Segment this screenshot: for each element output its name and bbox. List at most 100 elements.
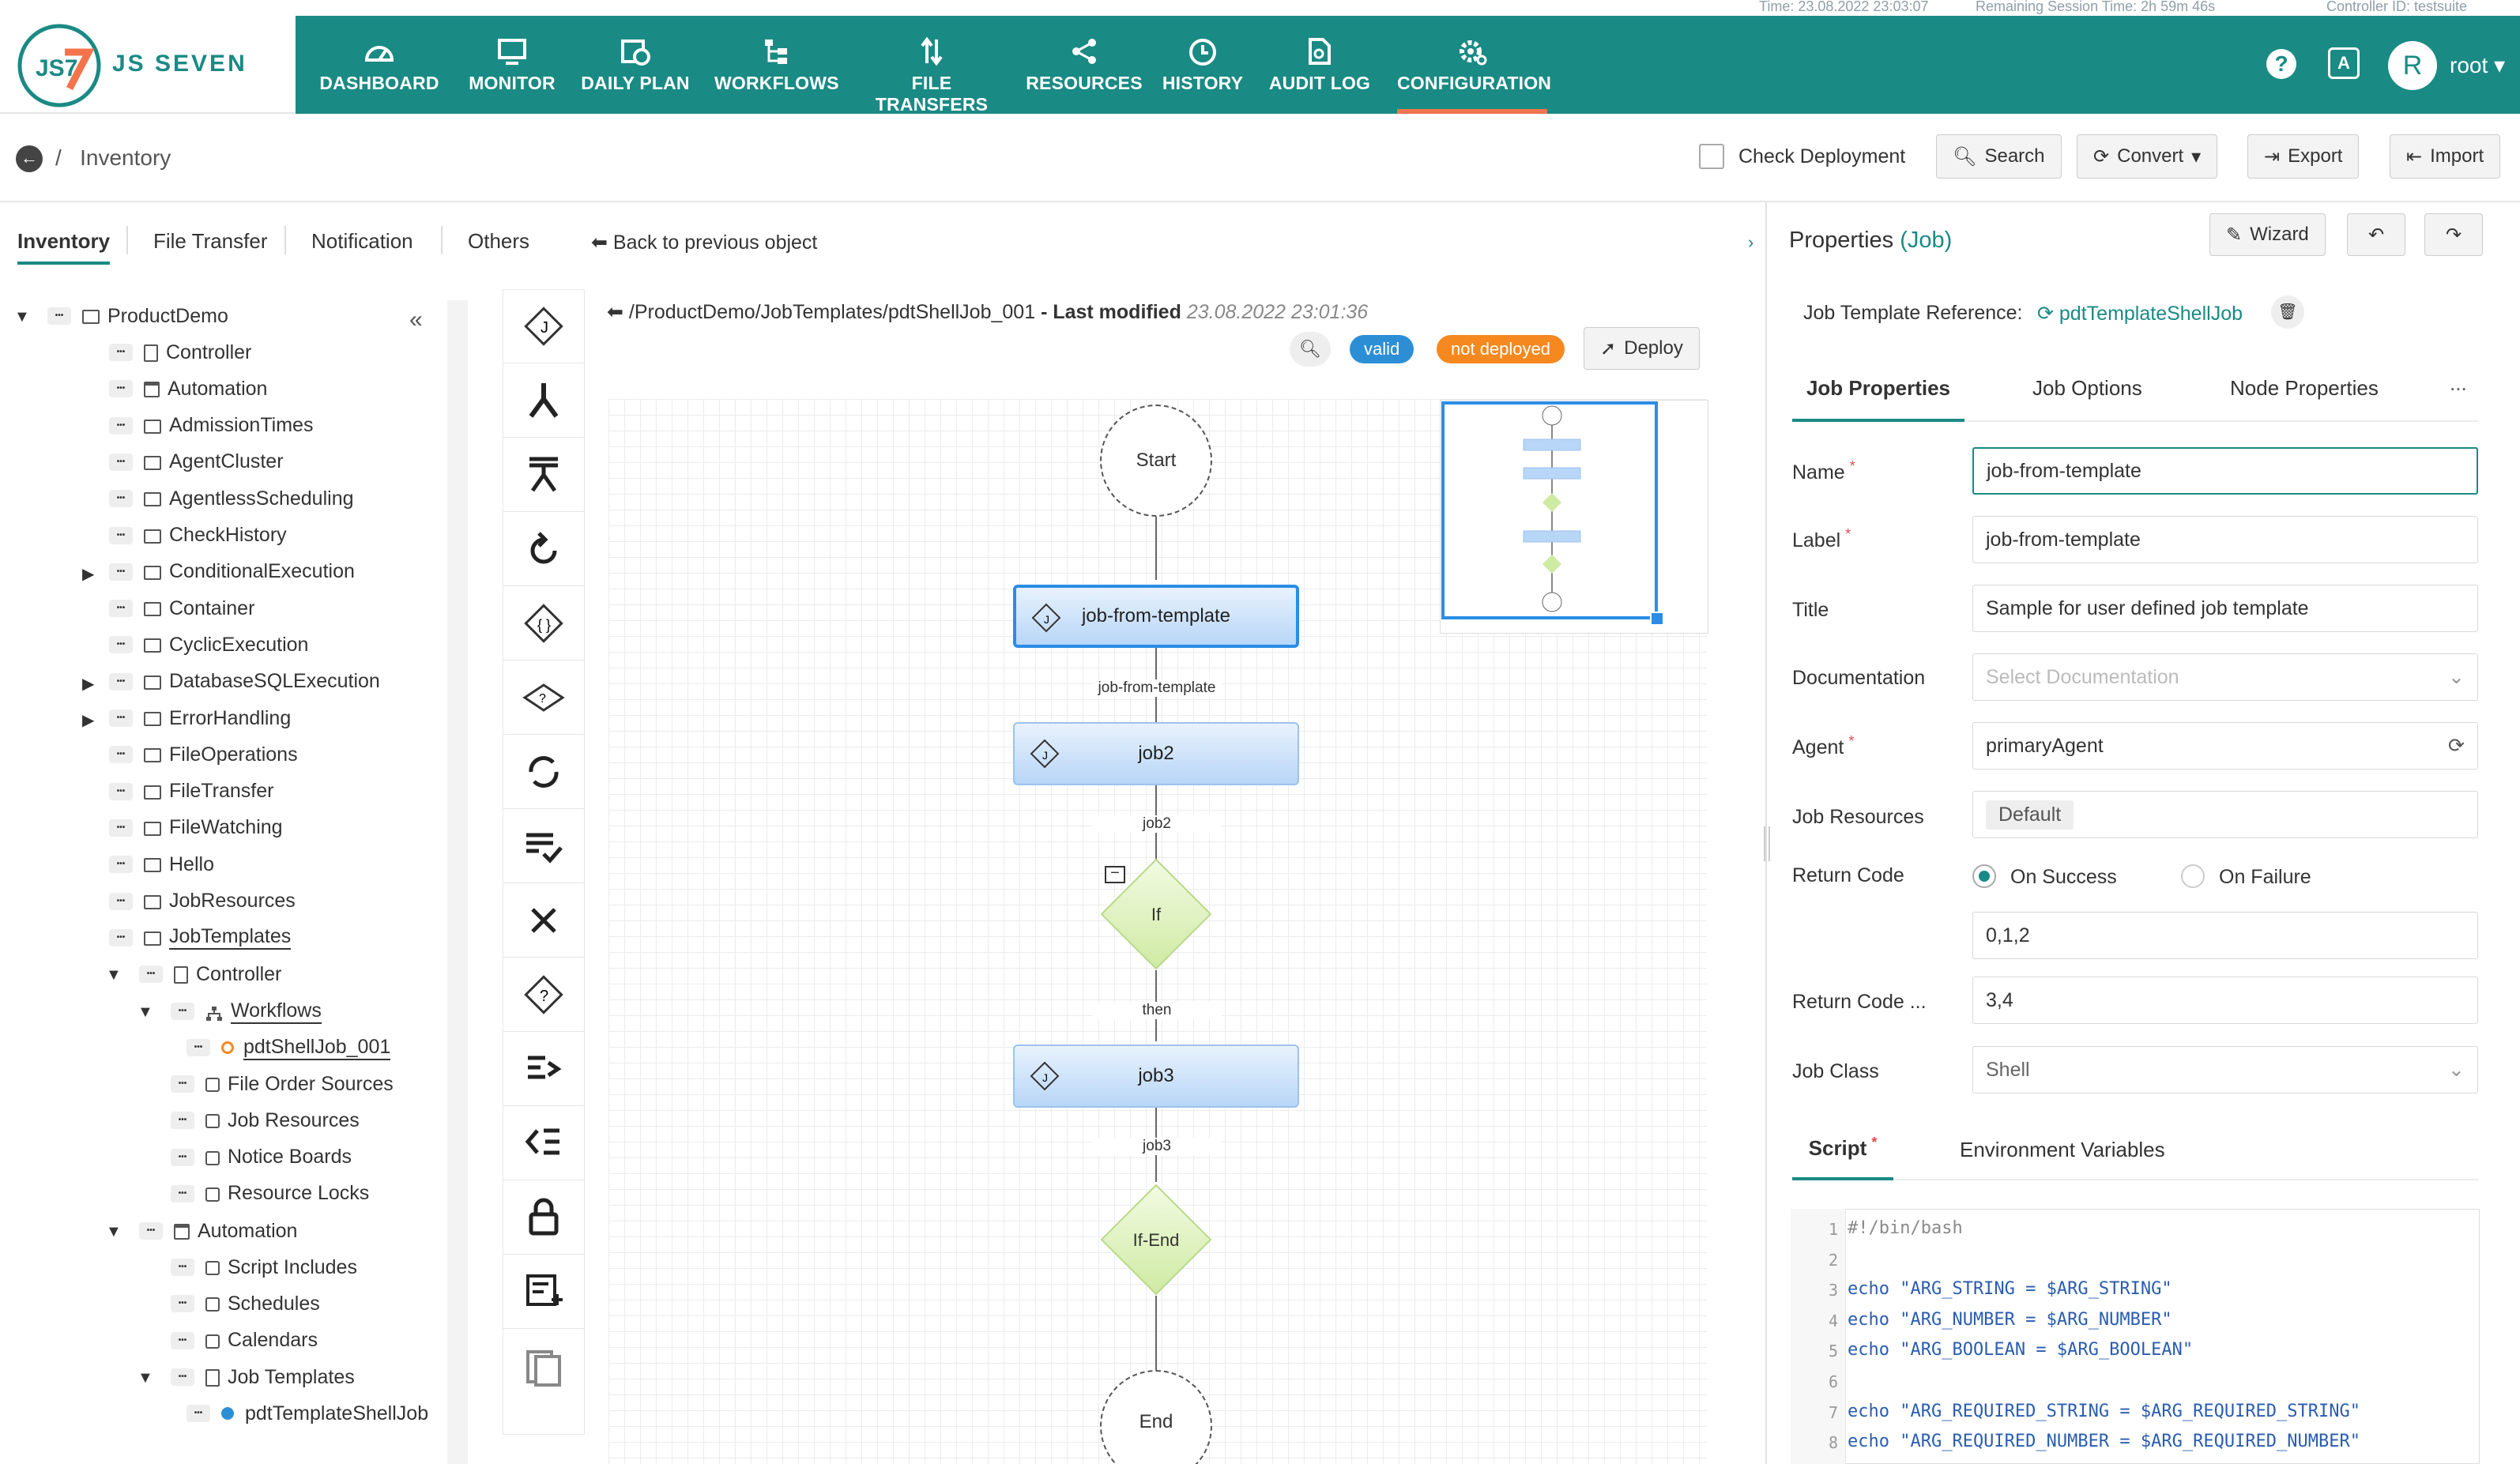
expand-caret-icon[interactable]: ▶ (82, 712, 95, 729)
back-circle-icon[interactable]: ⬅ (607, 301, 623, 323)
job-resources-input[interactable]: Default (1972, 791, 2478, 838)
collapse-panel-icon[interactable]: « (409, 307, 423, 333)
more-dots-icon[interactable]: ••• (186, 1039, 210, 1056)
tree-item-controller[interactable]: •••Controller (109, 337, 251, 368)
more-dots-icon[interactable]: ••• (109, 746, 133, 764)
tree-item-notice-boards[interactable]: •••Notice Boards (171, 1142, 352, 1173)
more-dots-icon[interactable]: ••• (109, 928, 133, 947)
tree-item-job-template[interactable]: •••pdtTemplateShellJob (186, 1398, 428, 1429)
collapse-icon[interactable]: − (1105, 865, 1125, 883)
more-dots-icon[interactable]: ••• (171, 1368, 194, 1386)
more-dots-icon[interactable]: ••• (109, 453, 133, 471)
tree-item-agentcluster[interactable]: •••AgentCluster (109, 446, 284, 478)
tab-job-properties[interactable]: Job Properties (1792, 376, 1964, 422)
export-button[interactable]: ⇥Export (2247, 134, 2360, 179)
tree-item-container[interactable]: •••Container (109, 593, 254, 624)
expand-caret-icon[interactable]: ▶ (82, 675, 95, 693)
more-dots-icon[interactable]: ••• (109, 563, 133, 581)
back-arrow-icon[interactable]: ← (16, 145, 43, 172)
tree-item-databasesqlexecution[interactable]: •••DatabaseSQLExecution (109, 666, 380, 698)
tool-add-instruction[interactable] (503, 1255, 585, 1329)
return-code-input[interactable]: 0,1,2 (1972, 912, 2478, 959)
zoom-search-icon[interactable]: 🔍︎ (1290, 332, 1331, 367)
nav-file-transfers[interactable]: FILE TRANSFERS (861, 16, 1002, 115)
script-editor[interactable] (1791, 1209, 2480, 1464)
tree-item-calendars[interactable]: •••Calendars (171, 1325, 318, 1357)
panel-toggle-icon[interactable]: › (1748, 232, 1754, 252)
collapse-caret-icon[interactable]: ▼ (106, 966, 122, 984)
back-to-previous-link[interactable]: ⬅ Back to previous object (591, 231, 818, 254)
tool-try[interactable]: { } (503, 586, 585, 660)
tab-inventory[interactable]: Inventory (17, 229, 111, 265)
tree-item-automation[interactable]: •••Automation (139, 1215, 297, 1247)
more-dots-icon[interactable]: ••• (109, 856, 133, 874)
panel-resize-handle[interactable] (1764, 826, 1770, 861)
tool-lock[interactable] (503, 1180, 585, 1255)
start-node[interactable]: Start (1100, 405, 1212, 517)
tree-item-automation[interactable]: •••Automation (109, 373, 267, 405)
import-button[interactable]: ⇤Import (2390, 134, 2501, 179)
check-deployment-checkbox[interactable] (1699, 144, 1724, 169)
tab-node-properties[interactable]: Node Properties (2230, 376, 2379, 400)
label-input[interactable]: job-from-template (1972, 516, 2478, 563)
translate-icon[interactable]: A (2328, 47, 2360, 79)
tree-item-errorhandling[interactable]: •••ErrorHandling (109, 702, 291, 734)
collapse-caret-icon[interactable]: ▼ (137, 1369, 153, 1387)
more-dots-icon[interactable]: ••• (171, 1075, 194, 1093)
convert-button[interactable]: ⟳Convert▾ (2077, 134, 2218, 179)
more-dots-icon[interactable]: ••• (109, 636, 133, 654)
name-input[interactable]: job-from-template (1972, 447, 2478, 495)
more-dots-icon[interactable]: ••• (109, 344, 133, 361)
tree-item-script-includes[interactable]: •••Script Includes (171, 1251, 357, 1283)
tree-item-admissiontimes[interactable]: •••AdmissionTimes (109, 410, 313, 442)
tree-item-agentlessscheduling[interactable]: •••AgentlessScheduling (109, 483, 354, 514)
nav-daily-plan[interactable]: DAILY PLAN (580, 16, 691, 114)
job-node-job-from-template[interactable]: J job-from-template (1013, 585, 1299, 648)
collapse-caret-icon[interactable]: ▼ (14, 308, 30, 326)
logo[interactable]: JS7 JS SEVEN (0, 16, 296, 114)
job-node-job3[interactable]: J job3 (1013, 1044, 1299, 1108)
tool-cycle[interactable] (503, 735, 585, 809)
tool-fork-list[interactable] (503, 438, 585, 512)
tool-lock-diamond[interactable]: ? (503, 660, 585, 735)
tree-item-workflows[interactable]: •••Workflows (171, 995, 322, 1027)
more-dots-icon[interactable]: ••• (171, 1295, 194, 1313)
more-dots-icon[interactable]: ••• (139, 965, 163, 983)
more-tabs-icon[interactable]: ... (2450, 371, 2467, 395)
tree-item-resource-locks[interactable]: •••Resource Locks (171, 1178, 369, 1210)
nav-dashboard[interactable]: DASHBOARD (319, 16, 439, 114)
search-button[interactable]: 🔍︎Search (1936, 134, 2062, 179)
trash-icon[interactable]: 🗑︎ (2271, 295, 2304, 329)
template-ref-link[interactable]: ⟳ pdtTemplateShellJob (2037, 303, 2243, 325)
tree-item-fileoperations[interactable]: •••FileOperations (109, 739, 298, 770)
tool-retry[interactable] (503, 512, 585, 586)
tree-item-jt-controller[interactable]: •••Controller (139, 958, 281, 990)
tree-item-schedules[interactable]: •••Schedules (171, 1288, 320, 1319)
tree-item-filetransfer[interactable]: •••FileTransfer (109, 776, 273, 807)
tree-item-jobtemplates[interactable]: •••JobTemplates (109, 922, 292, 954)
tool-post-notice[interactable] (503, 1032, 585, 1106)
tree-item-job-templates[interactable]: •••Job Templates (171, 1361, 355, 1393)
tab-file-transfer[interactable]: File Transfer (153, 229, 268, 253)
tab-others[interactable]: Others (468, 229, 530, 253)
more-dots-icon[interactable]: ••• (171, 1259, 194, 1276)
more-dots-icon[interactable]: ••• (109, 782, 133, 800)
more-dots-icon[interactable]: ••• (109, 819, 133, 837)
nav-history[interactable]: HISTORY (1157, 16, 1249, 114)
more-dots-icon[interactable]: ••• (171, 1184, 194, 1202)
tree-item-root[interactable]: •••ProductDemo (47, 300, 228, 332)
avatar[interactable]: R (2388, 41, 2437, 90)
collapse-caret-icon[interactable]: ▼ (106, 1223, 122, 1240)
undo-button[interactable]: ↶ (2347, 213, 2405, 256)
tree-item-conditionalexecution[interactable]: •••ConditionalExecution (109, 556, 355, 588)
expand-caret-icon[interactable]: ▶ (82, 565, 95, 583)
more-dots-icon[interactable]: ••• (109, 709, 133, 727)
nav-audit-log[interactable]: AUDIT LOG (1266, 16, 1373, 114)
tool-finish[interactable] (503, 809, 585, 883)
more-dots-icon[interactable]: ••• (171, 1003, 194, 1020)
tool-paste[interactable] (503, 1329, 585, 1403)
agent-input[interactable]: primaryAgent⟳ (1972, 722, 2478, 770)
tree-item-hello[interactable]: •••Hello (109, 849, 214, 880)
if-end-node[interactable]: If-End (1100, 1184, 1212, 1296)
more-dots-icon[interactable]: ••• (109, 416, 133, 435)
